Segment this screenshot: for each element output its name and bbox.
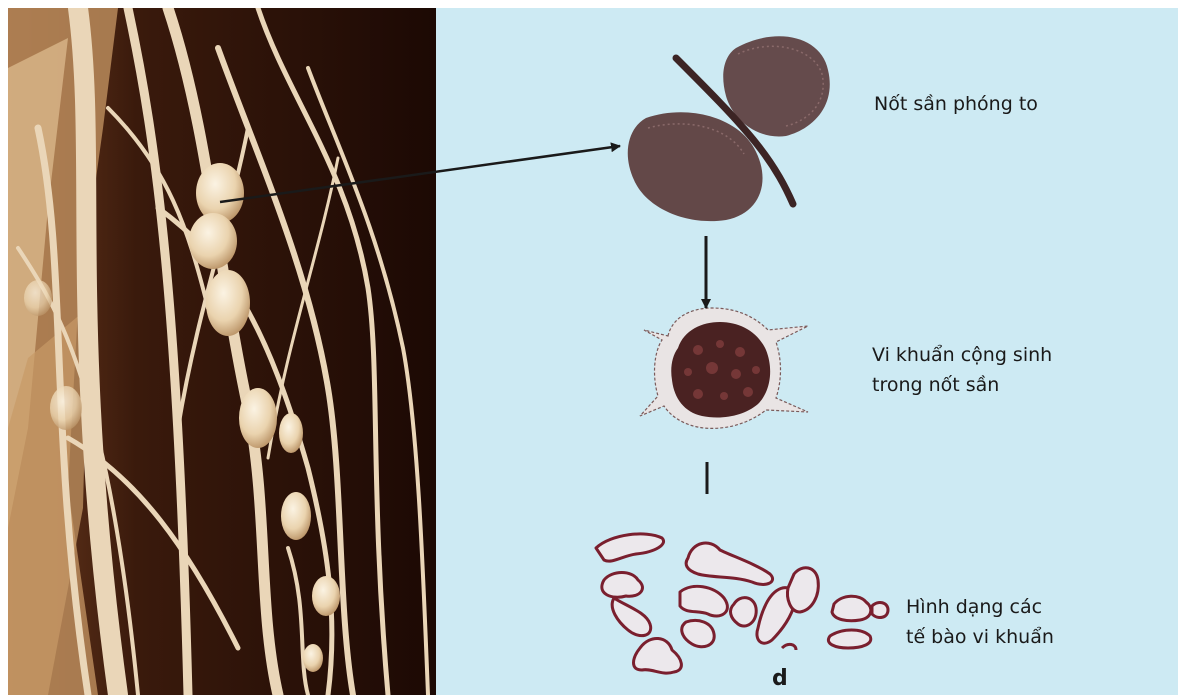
label-symbiotic-bacteria-line1: Vi khuẩn cộng sinh (872, 340, 1052, 370)
nodule-diagram-panel: d (436, 8, 1178, 695)
diagram-drawing: d (436, 8, 1178, 695)
panel-mark: d (772, 666, 788, 691)
label-symbiotic-bacteria-line2: trong nốt sần (872, 370, 1052, 400)
label-symbiotic-bacteria: Vi khuẩn cộng sinh trong nốt sần (872, 340, 1052, 400)
label-enlarged-nodule: Nốt sần phóng to (874, 89, 1038, 119)
label-bacteria-cells: Hình dạng các tế bào vi khuẩn (906, 592, 1054, 652)
label-bacteria-cells-line2: tế bào vi khuẩn (906, 622, 1054, 652)
label-bacteria-cells-line1: Hình dạng các (906, 592, 1054, 622)
label-enlarged-nodule-text: Nốt sần phóng to (874, 89, 1038, 119)
root-nodule-photo (8, 8, 436, 695)
root-photo-drawing (8, 8, 436, 695)
